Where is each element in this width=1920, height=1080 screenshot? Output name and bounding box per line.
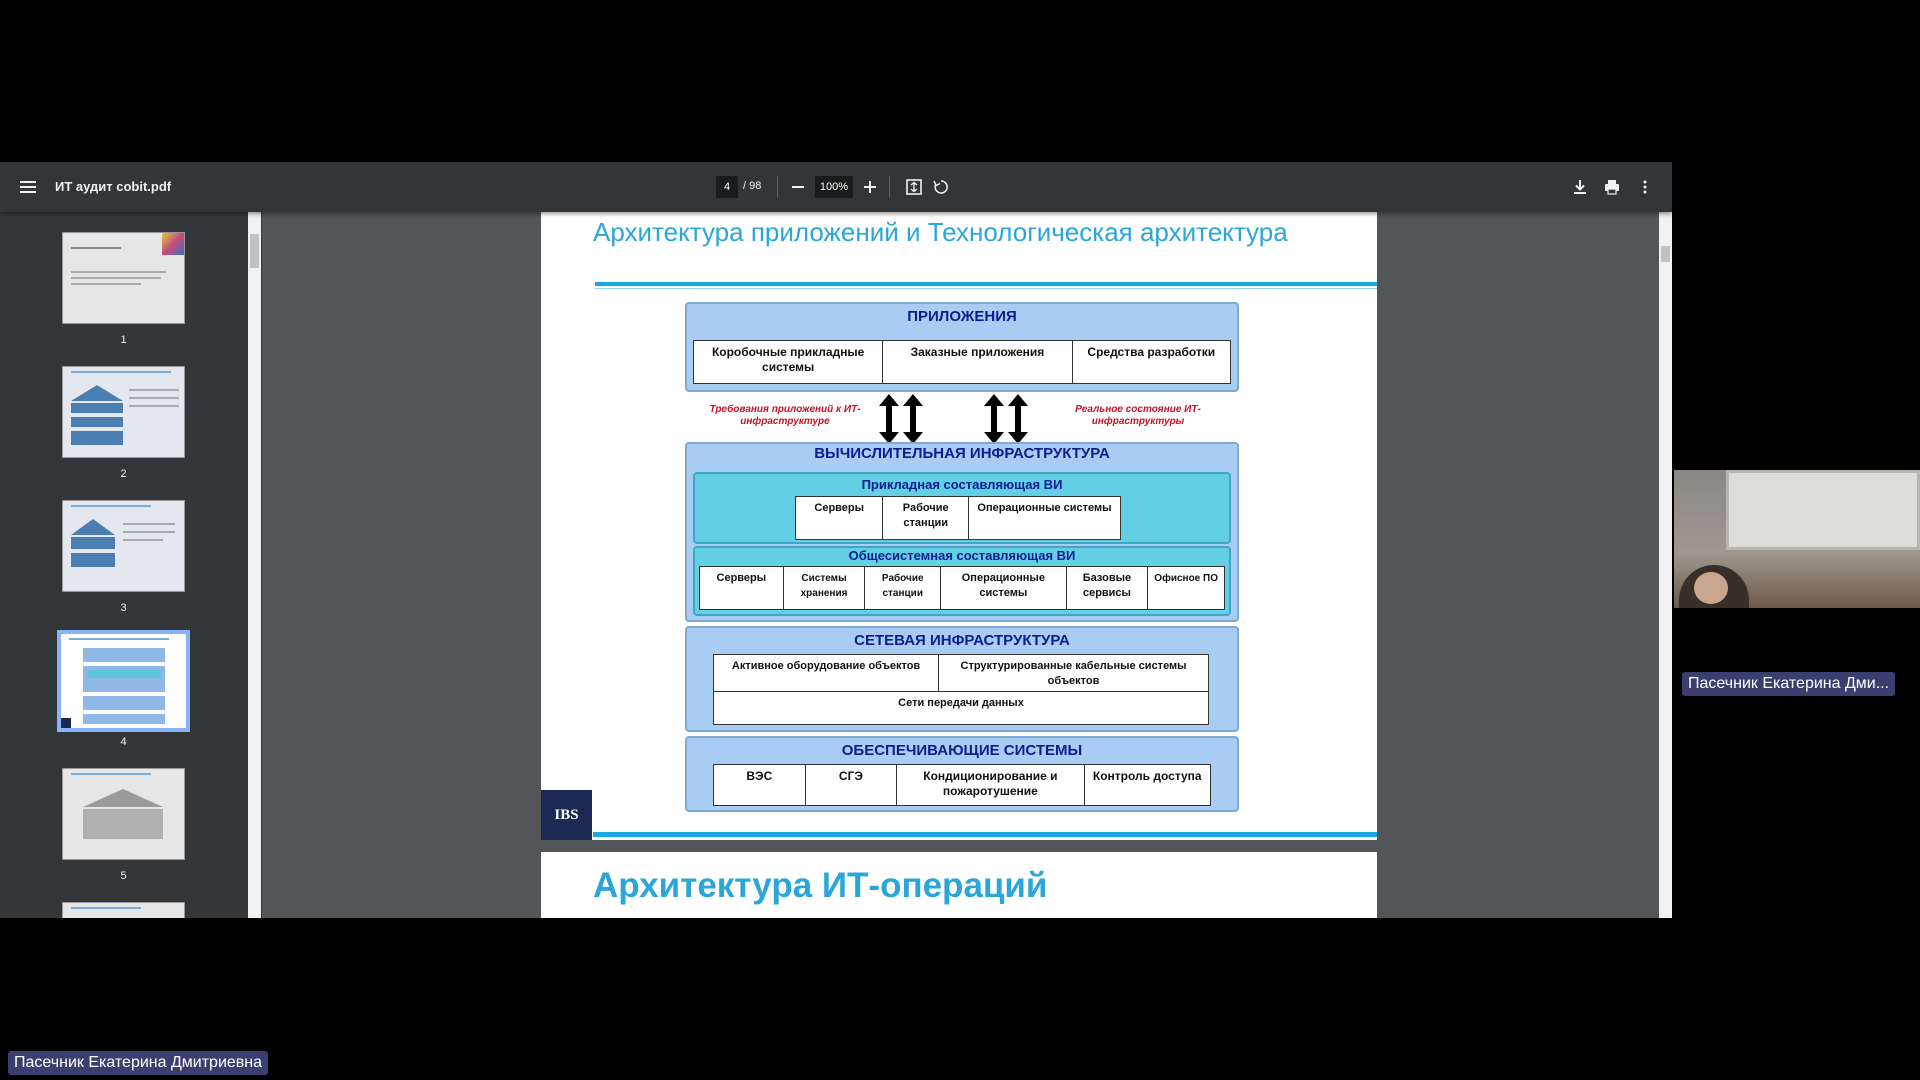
thumbnail-number: 4 (120, 736, 127, 748)
pdf-toolbar: ИТ аудит cobit.pdf 4 / 98 100% (0, 162, 1672, 212)
system-cell: Офисное ПО (1154, 573, 1218, 584)
computing-panel: ВЫЧИСЛИТЕЛЬНАЯ ИНФРАСТРУКТУРА Прикладная… (685, 442, 1239, 622)
system-row: Серверы Системы хранения Рабочие станции… (699, 566, 1225, 610)
document-area: Архитектура приложений и Технологическая… (262, 212, 1659, 918)
participant-name-label: Пасечник Екатерина Дми... (1682, 672, 1896, 696)
system-cell: Операционные системы (941, 567, 1067, 609)
support-panel: ОБЕСПЕЧИВАЮЩИЕ СИСТЕМЫ ВЭС СГЭ Кондицион… (685, 736, 1239, 812)
pdf-page-5: Архитектура ИТ-операций (541, 852, 1377, 918)
app-cell: Заказные приложения (883, 341, 1073, 383)
system-cell: Серверы (700, 567, 784, 609)
applied-subpanel: Прикладная составляющая ВИ Серверы Рабоч… (693, 472, 1231, 544)
ibs-logo: IBS (541, 790, 592, 840)
double-arrow-icon (879, 394, 923, 444)
download-icon[interactable] (1570, 177, 1590, 197)
page-number-input[interactable]: 4 (716, 176, 738, 198)
network-cell: Активное оборудование объектов (714, 655, 940, 691)
menu-icon[interactable] (18, 177, 38, 197)
app-cell: Средства разработки (1087, 345, 1216, 359)
thumbnail-sidebar: 1 2 3 (0, 212, 262, 918)
file-title: ИТ аудит cobit.pdf (55, 179, 172, 194)
zoom-level[interactable]: 100% (815, 176, 853, 198)
next-page-title: Архитектура ИТ-операций (593, 866, 1048, 905)
sidebar-scroll-handle[interactable] (250, 234, 259, 268)
support-cell: СГЭ (806, 765, 898, 805)
support-cell: Контроль доступа (1092, 769, 1202, 783)
network-bottom-cell: Сети передачи данных (898, 697, 1024, 709)
page-thumbnail-4[interactable] (57, 630, 190, 732)
page-total: / 98 (743, 180, 762, 192)
video-projector-screen (1726, 470, 1920, 550)
app-cell: Коробочные прикладные системы (694, 341, 884, 383)
system-cell: Системы хранения (784, 567, 866, 609)
page-thumbnail-1[interactable] (62, 232, 185, 324)
real-state-note: Реальное состояние ИТ-инфраструктуры (1075, 404, 1201, 427)
title-rule (595, 282, 1377, 286)
system-subpanel: Общесистемная составляющая ВИ Серверы Си… (693, 546, 1231, 616)
fit-page-icon[interactable] (904, 177, 924, 197)
more-options-icon[interactable] (1635, 177, 1655, 197)
pdf-page-4: Архитектура приложений и Технологическая… (541, 212, 1377, 840)
applied-cell: Рабочие станции (883, 497, 969, 539)
pdf-viewer: ИТ аудит cobit.pdf 4 / 98 100% (0, 162, 1672, 918)
network-cell: Структурированные кабельные системы объе… (960, 660, 1187, 687)
participant-video[interactable] (1674, 470, 1920, 608)
zoom-out-icon[interactable] (788, 177, 808, 197)
requirements-note: Требования приложений к ИТ-инфраструктур… (709, 404, 861, 427)
bottom-rule (593, 832, 1377, 837)
thumbnail-number: 1 (120, 334, 127, 346)
computing-title: ВЫЧИСЛИТЕЛЬНАЯ ИНФРАСТРУКТУРА (814, 445, 1110, 462)
applied-title: Прикладная составляющая ВИ (861, 477, 1063, 492)
double-arrow-icon (984, 394, 1028, 444)
slide-title: Архитектура приложений и Технологическая… (593, 217, 1288, 247)
print-icon[interactable] (1602, 177, 1622, 197)
thumbnail-number: 5 (120, 870, 127, 882)
zoom-in-icon[interactable] (860, 177, 880, 197)
video-face (1694, 572, 1728, 604)
system-cell: Рабочие станции (865, 567, 942, 609)
page-thumbnail-2[interactable] (62, 366, 185, 458)
network-row: Активное оборудование объектов Структури… (713, 654, 1209, 692)
applications-panel: ПРИЛОЖЕНИЯ Коробочные прикладные системы… (685, 302, 1239, 392)
thumbnail-number: 3 (120, 602, 127, 614)
toolbar-divider (889, 176, 890, 198)
toolbar-divider (777, 176, 778, 198)
thumbnail-number: 2 (120, 468, 127, 480)
title-rule (595, 288, 1377, 289)
self-name-label: Пасечник Екатерина Дмитриевна (8, 1051, 269, 1075)
applied-cell: Операционные системы (977, 502, 1112, 514)
applied-row: Серверы Рабочие станции Операционные сис… (795, 496, 1121, 540)
sidebar-scrollbar[interactable] (248, 212, 261, 918)
support-row: ВЭС СГЭ Кондиционирование и пожаротушени… (713, 764, 1211, 806)
page-thumbnail-3[interactable] (62, 500, 185, 592)
support-cell: Кондиционирование и пожаротушение (897, 765, 1085, 805)
rotate-icon[interactable] (931, 177, 951, 197)
applications-title: ПРИЛОЖЕНИЯ (907, 308, 1017, 325)
page-thumbnail-5[interactable] (62, 768, 185, 860)
document-scroll-handle[interactable] (1661, 246, 1670, 262)
page-thumbnail-6[interactable] (62, 902, 185, 918)
network-panel: СЕТЕВАЯ ИНФРАСТРУКТУРА Активное оборудов… (685, 626, 1239, 732)
network-bottom-row: Сети передачи данных (713, 691, 1209, 725)
applications-row: Коробочные прикладные системы Заказные п… (693, 340, 1231, 384)
system-title: Общесистемная составляющая ВИ (848, 548, 1076, 563)
applied-cell: Серверы (796, 497, 884, 539)
system-cell: Базовые сервисы (1067, 567, 1149, 609)
support-cell: ВЭС (714, 765, 806, 805)
support-title: ОБЕСПЕЧИВАЮЩИЕ СИСТЕМЫ (841, 742, 1083, 759)
document-scrollbar[interactable] (1659, 212, 1672, 918)
network-title: СЕТЕВАЯ ИНФРАСТРУКТУРА (854, 632, 1070, 649)
